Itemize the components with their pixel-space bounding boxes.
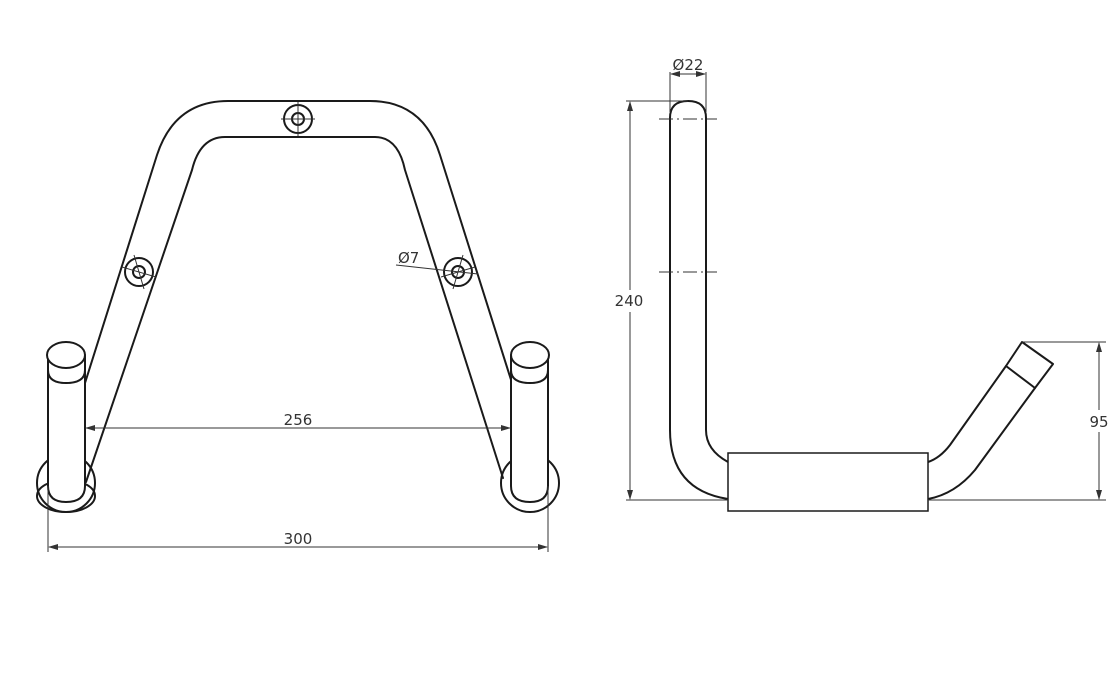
inner-width-label: 256 xyxy=(284,411,313,429)
angled-tube-upper xyxy=(927,365,1007,463)
mounting-hole-left xyxy=(121,254,157,290)
front-view: Ø7 256 300 xyxy=(36,99,560,552)
base-block xyxy=(727,452,929,512)
side-view: Ø22 240 95 xyxy=(615,56,1109,512)
angled-height-label: 95 xyxy=(1089,413,1108,431)
hole-diameter-leader xyxy=(395,264,479,275)
overall-width-label: 300 xyxy=(284,530,313,548)
vertical-tube-contour xyxy=(669,100,729,500)
bracket-outer-contour xyxy=(84,99,513,384)
bracket-inner-contour xyxy=(85,136,504,483)
tube-diameter-label: Ø22 xyxy=(673,56,704,74)
left-post xyxy=(36,341,96,513)
right-post xyxy=(500,341,560,513)
angled-tube-lower xyxy=(927,387,1036,500)
mounting-hole-top xyxy=(281,102,315,136)
height-label: 240 xyxy=(615,292,644,310)
hole-diameter-label: Ø7 xyxy=(398,249,419,267)
angled-tube-end-cap xyxy=(1005,341,1054,389)
